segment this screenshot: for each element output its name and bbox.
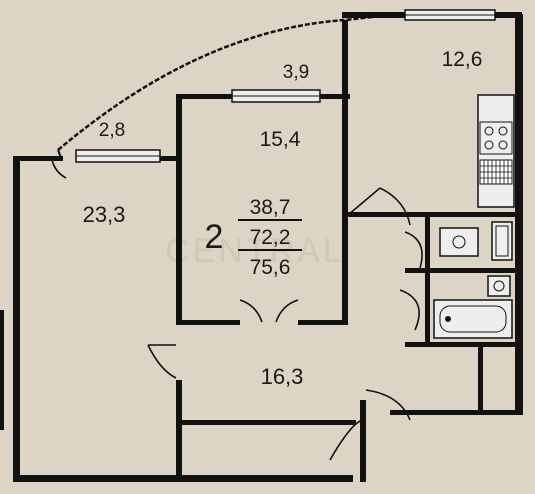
wall-bottom bbox=[13, 475, 353, 482]
wall-kitchen-bottom bbox=[345, 212, 520, 217]
wall-small-bottom bbox=[176, 320, 240, 325]
wall-partition-2 bbox=[342, 20, 348, 324]
wall-hall-bottom-right bbox=[360, 400, 366, 482]
washbasin-icon bbox=[487, 275, 511, 297]
living-area: 38,7 bbox=[250, 196, 291, 219]
wall-hall-left bbox=[176, 380, 182, 480]
toilet-icon bbox=[491, 221, 513, 261]
doors bbox=[51, 159, 423, 461]
door-small-room-right bbox=[275, 299, 299, 323]
room-count: 2 bbox=[205, 218, 224, 256]
wall-bath-mid bbox=[405, 268, 520, 273]
stove-icon bbox=[477, 94, 515, 208]
bathtub-icon bbox=[433, 299, 513, 339]
balcony-curve bbox=[57, 12, 401, 151]
wall-bath-bottom bbox=[405, 342, 520, 347]
wall-closet-left bbox=[478, 342, 483, 414]
sink-icon bbox=[439, 227, 479, 257]
balcony-right-area: 3,9 bbox=[283, 62, 309, 83]
balcony-left-area: 2,8 bbox=[99, 120, 125, 141]
total-area: 72,2 bbox=[250, 226, 291, 249]
wall-top-small-right bbox=[320, 94, 350, 99]
wall-hall-left-base bbox=[176, 420, 356, 425]
large-room-area: 23,3 bbox=[83, 202, 126, 227]
door-large-room bbox=[147, 344, 177, 379]
wall-left-edge bbox=[0, 310, 4, 430]
wall-left bbox=[13, 158, 20, 482]
wall-small-bottom-right bbox=[298, 320, 348, 325]
wall-top-large-right bbox=[160, 156, 182, 161]
small-room-area: 15,4 bbox=[260, 128, 301, 151]
kitchen-area: 12,6 bbox=[442, 48, 483, 71]
wall-bath-left bbox=[425, 215, 430, 345]
balcony-edge bbox=[57, 149, 63, 161]
door-entrance-2 bbox=[329, 419, 363, 461]
door-bath bbox=[399, 289, 420, 331]
door-small-room-left bbox=[239, 299, 263, 323]
wall-corridor-bottom bbox=[390, 410, 523, 415]
wall-partition-1 bbox=[176, 96, 182, 324]
hall-area: 16,3 bbox=[261, 364, 304, 389]
door-entrance bbox=[365, 389, 411, 421]
door-balcony bbox=[51, 159, 67, 179]
wall-top-small bbox=[176, 94, 232, 99]
door-kitchen bbox=[347, 187, 411, 226]
windows bbox=[75, 9, 496, 163]
wall-top-large bbox=[13, 156, 63, 161]
door-wc bbox=[404, 231, 423, 269]
total-area-with-balconies: 75,6 bbox=[250, 256, 291, 279]
